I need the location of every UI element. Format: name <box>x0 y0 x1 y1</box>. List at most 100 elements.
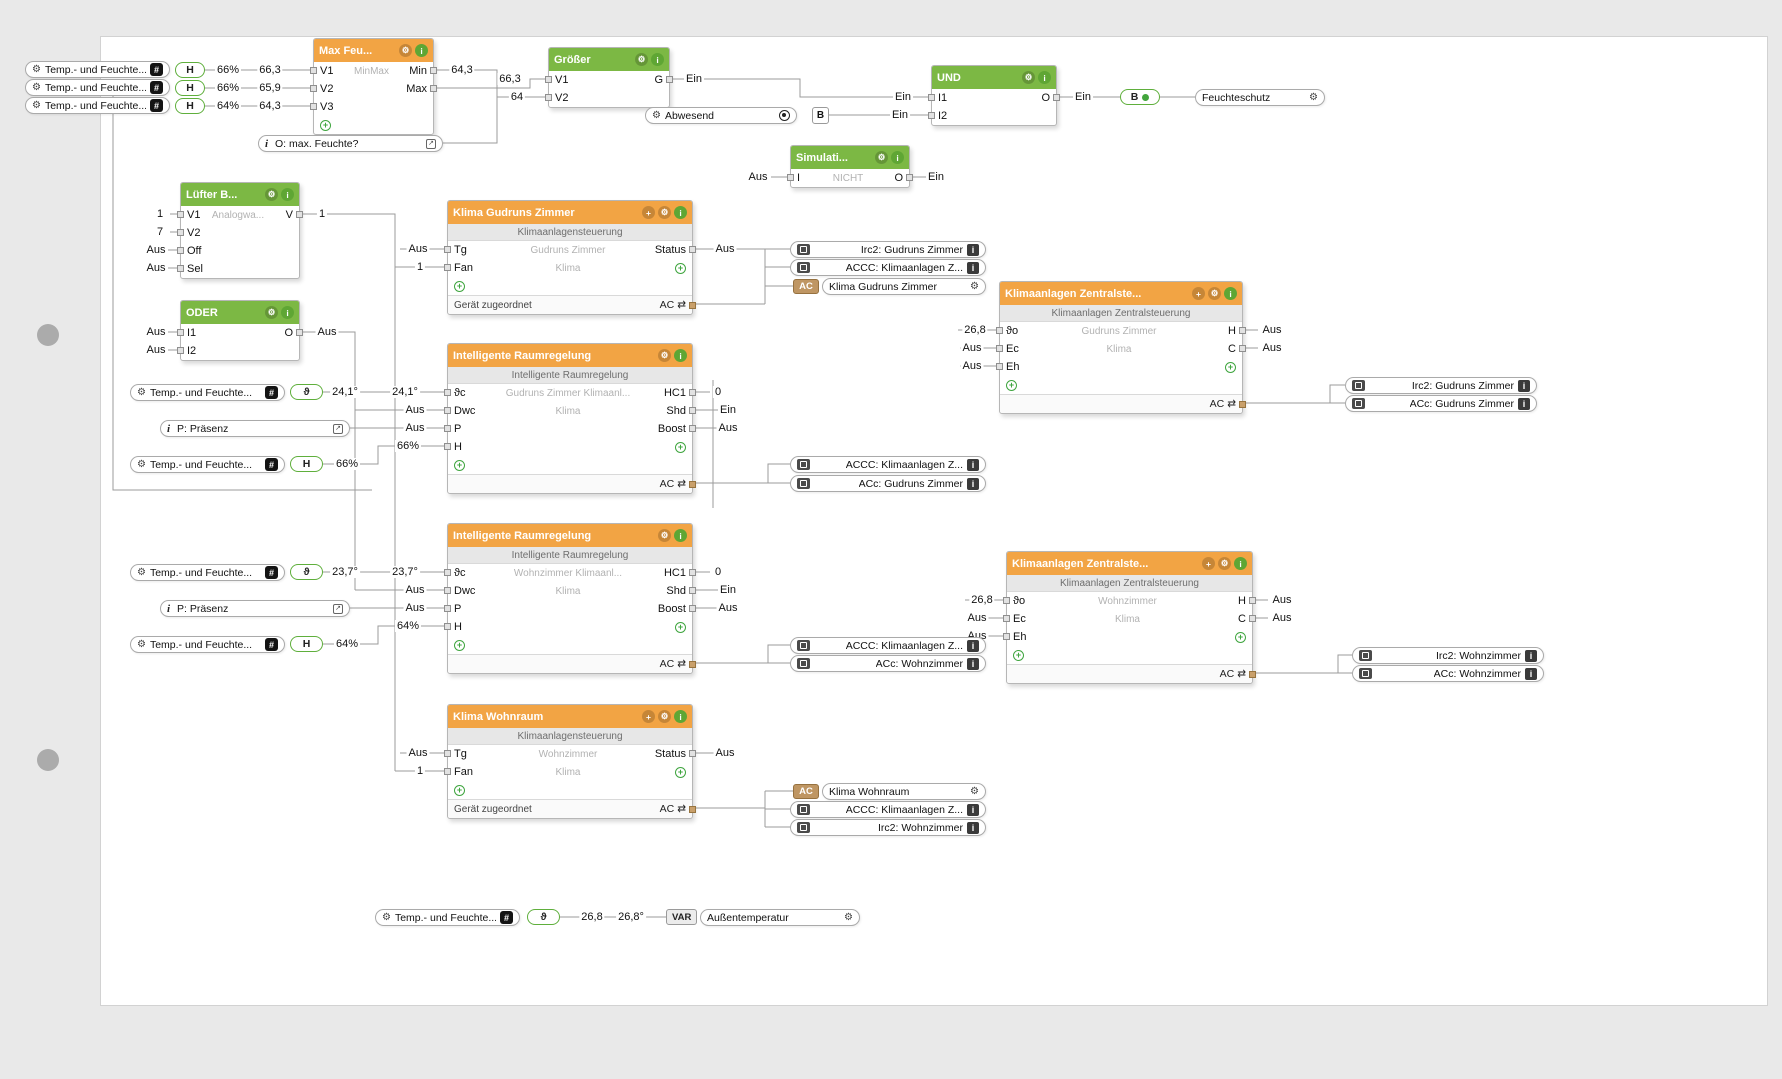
input-port[interactable] <box>444 587 451 594</box>
device-pill[interactable]: Klima Wohnraum⚙ <box>822 783 986 800</box>
block-header[interactable]: Klima Gudruns Zimmer+⚙i <box>448 201 692 224</box>
input-port[interactable] <box>444 389 451 396</box>
gear-icon[interactable]: ⚙ <box>265 306 278 319</box>
block-kz-gudrun[interactable]: Klimaanlagen Zentralste...+⚙i Klimaanlag… <box>996 281 1246 414</box>
gear-icon[interactable]: ⚙ <box>1218 557 1231 570</box>
info-icon[interactable]: i <box>1525 667 1537 680</box>
info-icon[interactable]: i <box>891 151 904 164</box>
info-icon[interactable]: i <box>674 206 687 219</box>
add-input-icon[interactable]: + <box>454 280 465 292</box>
gear-icon[interactable]: ⚙ <box>658 529 671 542</box>
gear-icon[interactable]: ⚙ <box>265 188 278 201</box>
input-port[interactable] <box>996 363 1003 370</box>
info-icon[interactable]: i <box>1224 287 1237 300</box>
info-icon[interactable]: i <box>415 44 428 57</box>
output-port[interactable] <box>1239 345 1246 352</box>
output-type-badge[interactable]: ϑ <box>290 384 323 400</box>
block-header[interactable]: Lüfter B...⚙i <box>181 183 299 206</box>
open-icon[interactable]: ↗ <box>333 603 343 614</box>
block-klima-gudrun[interactable]: Klima Gudruns Zimmer+⚙i Klimaanlagensteu… <box>444 200 696 315</box>
block-header[interactable]: Intelligente Raumregelung⚙i <box>448 344 692 367</box>
sensor-ref-pill[interactable]: ⚙Temp.- und Feuchte...# <box>25 97 170 114</box>
add-output-icon[interactable]: + <box>675 621 686 633</box>
gear-icon[interactable]: ⚙ <box>875 151 888 164</box>
ac-port[interactable] <box>689 661 696 668</box>
gear-icon[interactable]: ⚙ <box>658 206 671 219</box>
add-icon[interactable]: + <box>1202 557 1215 570</box>
input-port[interactable] <box>177 229 184 236</box>
info-icon[interactable]: i <box>967 261 979 274</box>
sensor-ref-pill[interactable]: ⚙Temp.- und Feuchte...# <box>130 384 285 401</box>
input-port[interactable] <box>1003 633 1010 640</box>
add-input-icon[interactable]: + <box>454 784 465 796</box>
info-icon[interactable]: i <box>1518 379 1530 392</box>
ac-port[interactable] <box>689 302 696 309</box>
output-type-badge[interactable]: ϑ <box>290 564 323 580</box>
input-port[interactable] <box>444 605 451 612</box>
add-icon[interactable]: + <box>1192 287 1205 300</box>
info-icon[interactable]: i <box>651 53 664 66</box>
input-port[interactable] <box>928 112 935 119</box>
info-icon[interactable]: i <box>674 349 687 362</box>
link-pill[interactable]: ACCC: Klimaanlagen Z...i <box>790 801 986 818</box>
input-port[interactable] <box>177 347 184 354</box>
add-icon[interactable]: + <box>642 206 655 219</box>
block-header[interactable]: Größer⚙i <box>549 48 669 71</box>
block-irr-gudrun[interactable]: Intelligente Raumregelung⚙i Intelligente… <box>444 343 696 494</box>
input-port[interactable] <box>177 211 184 218</box>
input-port[interactable] <box>444 246 451 253</box>
info-icon[interactable]: i <box>967 477 979 490</box>
info-icon[interactable]: i <box>1518 397 1530 410</box>
block-header[interactable]: Intelligente Raumregelung⚙i <box>448 524 692 547</box>
status-badge[interactable]: B <box>1120 89 1160 105</box>
gear-icon[interactable]: ⚙ <box>658 349 671 362</box>
output-port[interactable] <box>689 569 696 576</box>
link-pill[interactable]: ACCC: Klimaanlagen Z...i <box>790 259 986 276</box>
input-port[interactable] <box>310 67 317 74</box>
add-output-icon[interactable]: + <box>1235 631 1246 643</box>
input-port[interactable] <box>545 76 552 83</box>
sensor-ref-pill[interactable]: ⚙Temp.- und Feuchte...# <box>25 61 170 78</box>
input-port[interactable] <box>1003 597 1010 604</box>
input-port[interactable] <box>444 407 451 414</box>
info-icon[interactable]: i <box>967 657 979 670</box>
output-port[interactable] <box>1239 327 1246 334</box>
open-icon[interactable]: ↗ <box>426 138 436 149</box>
open-icon[interactable]: ↗ <box>333 423 343 434</box>
info-icon[interactable]: i <box>1234 557 1247 570</box>
output-port[interactable] <box>430 85 437 92</box>
flag-pill-feuchteschutz[interactable]: Feuchteschutz⚙ <box>1195 89 1325 106</box>
input-port[interactable] <box>310 103 317 110</box>
input-port[interactable] <box>1003 615 1010 622</box>
gear-icon[interactable]: ⚙ <box>970 786 979 797</box>
input-port[interactable] <box>177 329 184 336</box>
block-header[interactable]: UND⚙i <box>932 66 1056 89</box>
block-header[interactable]: Simulati...⚙i <box>791 146 909 169</box>
input-port[interactable] <box>177 247 184 254</box>
block-header[interactable]: ODER⚙i <box>181 301 299 324</box>
input-port[interactable] <box>177 265 184 272</box>
sensor-ref-pill[interactable]: ⚙Temp.- und Feuchte...# <box>130 564 285 581</box>
gear-icon[interactable]: ⚙ <box>1208 287 1221 300</box>
input-port[interactable] <box>545 94 552 101</box>
info-icon[interactable]: i <box>967 803 979 816</box>
output-port[interactable] <box>430 67 437 74</box>
flag-pill-abwesend[interactable]: ⚙Abwesend <box>645 107 797 124</box>
device-pill[interactable]: Klima Gudruns Zimmer⚙ <box>822 278 986 295</box>
output-type-badge[interactable]: H <box>175 80 205 96</box>
input-port[interactable] <box>444 443 451 450</box>
add-output-icon[interactable]: + <box>675 441 686 453</box>
info-icon[interactable]: i <box>1525 649 1537 662</box>
add-output-icon[interactable]: + <box>1225 361 1236 373</box>
